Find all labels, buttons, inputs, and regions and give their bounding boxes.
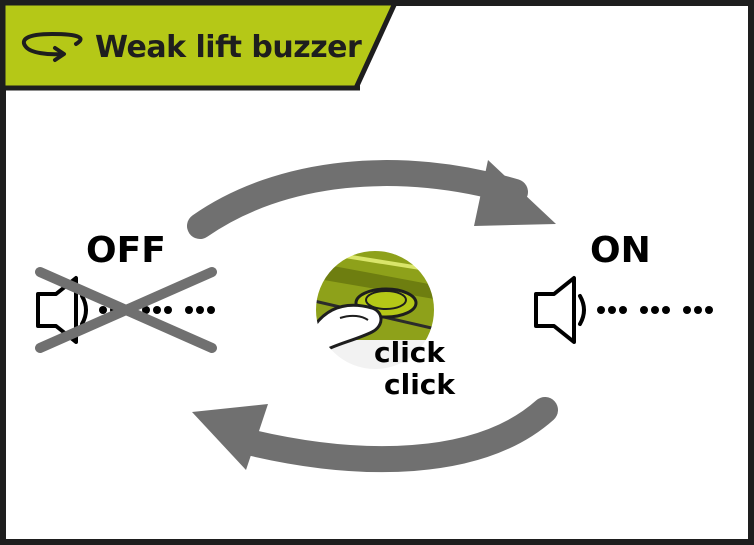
click-text-1: click [374,336,446,369]
speaker-off-icon [36,276,88,344]
rotate-arrow-icon [21,32,83,62]
arrow-on-to-off [192,397,558,473]
sound-dots-on [597,306,713,314]
click-text-2: click [384,368,456,401]
page-title: Weak lift buzzer [95,30,362,65]
speaker-on-icon [534,276,586,344]
cross-mark-icon [35,267,217,353]
arrow-off-to-on [187,160,556,239]
off-label: OFF [86,230,166,271]
on-label: ON [590,230,651,271]
